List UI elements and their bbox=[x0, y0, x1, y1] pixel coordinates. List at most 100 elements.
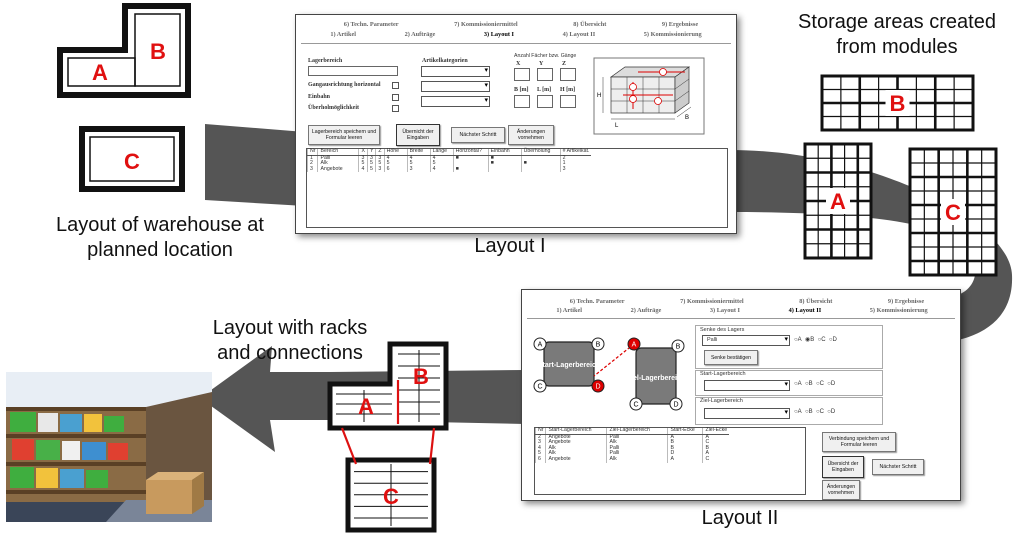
storage-module-c-grid: C bbox=[908, 147, 998, 277]
x-input[interactable] bbox=[514, 68, 530, 81]
connection-line bbox=[593, 343, 635, 377]
senke-value: Palli bbox=[707, 337, 718, 343]
layout1-tabs-top: 6) Techn. Parameter 7) Kommissioniermitt… bbox=[316, 21, 726, 28]
caption-racks-connections: Layout with racks and connections bbox=[212, 317, 368, 364]
ziel-radios[interactable]: ○A ○B ○C ○D bbox=[794, 409, 836, 415]
ziel-node-c: C bbox=[633, 402, 638, 409]
caption-warehouse-layout: Layout of warehouse at planned location bbox=[56, 214, 264, 261]
start-radios[interactable]: ○A ○B ○C ○D bbox=[794, 381, 836, 387]
senke-bestaetigen-button[interactable]: Senke bestätigen bbox=[704, 350, 758, 365]
z-input[interactable] bbox=[560, 68, 576, 81]
caption-layout1: Layout I bbox=[474, 235, 546, 257]
layout1-window: 6) Techn. Parameter 7) Kommissioniermitt… bbox=[295, 14, 737, 234]
senke-radios[interactable]: ○A ◉B ○C ○D bbox=[794, 337, 837, 343]
tab-auftraege[interactable]: 2) Aufträge bbox=[630, 307, 662, 314]
uebersicht-eingaben-button[interactable]: Übersicht der Eingaben bbox=[822, 456, 864, 478]
ziel-node-box bbox=[635, 347, 677, 405]
aenderungen-button[interactable]: Änderungen vornehmen bbox=[822, 480, 860, 500]
tab-layout1[interactable]: 3) Layout I bbox=[709, 307, 740, 314]
einbahn-label: Einbahn bbox=[308, 94, 331, 100]
ziel-select[interactable] bbox=[704, 408, 790, 419]
naechster-schritt-button[interactable]: Nächster Schritt bbox=[451, 127, 505, 143]
tab-uebersicht[interactable]: 8) Übersicht bbox=[799, 298, 833, 305]
connection-line-bc-right bbox=[428, 427, 436, 465]
artikelkategorie-select-3[interactable] bbox=[421, 96, 490, 107]
area-label-b: B bbox=[890, 91, 906, 116]
start-node-d: D bbox=[595, 384, 600, 391]
tab-layout2[interactable]: 4) Layout II bbox=[562, 31, 596, 38]
start-node-c: C bbox=[537, 384, 542, 391]
ziel-node-d: D bbox=[673, 402, 678, 409]
tab-uebersicht[interactable]: 8) Übersicht bbox=[573, 21, 607, 28]
layout1-tabs-bottom: 1) Artikel 2) Aufträge 3) Layout I 4) La… bbox=[306, 31, 726, 38]
senke-label: Senke des Lagers bbox=[700, 327, 745, 333]
b-input[interactable] bbox=[514, 95, 530, 108]
gangausrichtung-checkbox[interactable] bbox=[392, 82, 399, 89]
y-input[interactable] bbox=[537, 68, 553, 81]
naechster-schritt-button[interactable]: Nächster Schritt bbox=[872, 459, 924, 475]
aenderungen-button[interactable]: Änderungen vornehmen bbox=[508, 125, 554, 145]
h-label: H [m] bbox=[560, 87, 576, 93]
ziel-group-label: Ziel-Lagerbereich bbox=[700, 398, 743, 404]
senke-select[interactable]: Palli bbox=[702, 335, 790, 346]
ziel-node-a: A bbox=[632, 342, 637, 349]
layout2-tabs-top: 6) Techn. Parameter 7) Kommissioniermitt… bbox=[542, 298, 952, 305]
tab-kommissionierung[interactable]: 5) Kommissionierung bbox=[643, 31, 702, 38]
b-label: B [m] bbox=[514, 87, 529, 93]
h-input[interactable] bbox=[560, 95, 576, 108]
tab-layout2[interactable]: 4) Layout II bbox=[788, 307, 822, 314]
artikelkategorie-select-1[interactable] bbox=[421, 66, 490, 77]
x-label: X bbox=[516, 61, 521, 67]
lagerbereich-speichern-button[interactable]: Lagerbereich speichern und Formular leer… bbox=[308, 125, 380, 145]
rack-outline: AB bbox=[327, 341, 449, 431]
tab-kommissioniermittel[interactable]: 7) Kommissioniermittel bbox=[454, 21, 518, 28]
start-group-label: Start-Lagerbereich bbox=[700, 371, 746, 377]
warehouse-photo bbox=[6, 372, 212, 522]
tab-ergebnisse[interactable]: 9) Ergebnisse bbox=[661, 21, 699, 28]
svg-text:Start-Lagerbereich: Start-Lagerbereich bbox=[538, 362, 600, 369]
anzahl-label: Anzahl Fächer bzw. Gänge bbox=[514, 53, 577, 59]
warehouse-layout-c: C bbox=[79, 126, 185, 192]
ziel-node-label: Ziel-Lagerbereich bbox=[627, 375, 685, 382]
start-group bbox=[695, 370, 883, 396]
tab-techn-parameter[interactable]: 6) Techn. Parameter bbox=[569, 298, 625, 305]
lagerbereich-input[interactable] bbox=[308, 66, 398, 76]
flow-arrow-head bbox=[200, 346, 330, 452]
tab-kommissioniermittel[interactable]: 7) Kommissioniermittel bbox=[680, 298, 744, 305]
artikelkategorie-select-2[interactable] bbox=[421, 81, 490, 92]
rack-3d-diagram: H L B bbox=[593, 57, 705, 135]
tab-artikel[interactable]: 1) Artikel bbox=[556, 307, 583, 314]
tab-kommissionierung[interactable]: 5) Kommissionierung bbox=[869, 307, 928, 314]
tab-artikel[interactable]: 1) Artikel bbox=[330, 31, 357, 38]
gangausrichtung-label: Gangausrichtung horizontal bbox=[308, 82, 381, 88]
area-label-c: C bbox=[124, 149, 140, 174]
area-label-b: B bbox=[150, 39, 166, 64]
tab-techn-parameter[interactable]: 6) Techn. Parameter bbox=[343, 21, 399, 28]
start-node-label: Start-Lagerbereich bbox=[538, 362, 600, 369]
ziel-group bbox=[695, 397, 883, 425]
einbahn-checkbox[interactable] bbox=[392, 94, 399, 101]
rack-c: C bbox=[345, 457, 437, 533]
area-label-c: C bbox=[383, 484, 399, 509]
uebernicht-eingaben-button[interactable]: Übernicht der Eingaben bbox=[396, 124, 440, 146]
storage-module-b: B bbox=[820, 74, 975, 132]
start-select[interactable] bbox=[704, 380, 790, 391]
verbindung-speichern-button[interactable]: Verbindung speichern und Formular leeren bbox=[822, 432, 896, 452]
tab-auftraege[interactable]: 2) Aufträge bbox=[404, 31, 436, 38]
svg-text:Ziel-Lagerbereich: Ziel-Lagerbereich bbox=[627, 375, 685, 382]
tab-divider bbox=[527, 318, 955, 319]
tab-layout1[interactable]: 3) Layout I bbox=[483, 31, 514, 38]
ueberholmoeglichkeit-checkbox[interactable] bbox=[392, 105, 399, 112]
l-input[interactable] bbox=[537, 95, 553, 108]
tab-ergebnisse[interactable]: 9) Ergebnisse bbox=[887, 298, 925, 305]
